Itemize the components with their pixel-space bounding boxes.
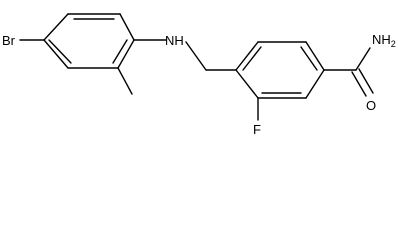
structure-diagram: Br NH F NH2 O: [2, 13, 396, 137]
carbonyl-n-bond: [355, 47, 371, 71]
molecule-drawing: Br NH F NH2 O: [2, 13, 396, 137]
fluorine-label: F: [253, 122, 261, 137]
double-bond-inner: [300, 46, 318, 71]
amide-nitrogen-subscript: 2: [391, 39, 396, 49]
bond-amine-to-methylene: [185, 41, 207, 71]
double-bond-inner: [48, 39, 72, 64]
double-bond-inner: [112, 39, 128, 64]
bond: [43, 13, 69, 41]
bromo-methylphenyl-ring: [43, 13, 135, 69]
amide-nitrogen-text: NH: [372, 32, 391, 47]
bond: [43, 39, 69, 69]
carbonyl-double-bond-b: [358, 68, 374, 94]
bond: [305, 41, 325, 71]
methyl-bond: [117, 67, 133, 95]
bond: [235, 41, 259, 71]
amine-label: NH: [165, 33, 184, 48]
carbonyl-oxygen-label: O: [366, 98, 376, 113]
bond: [117, 39, 135, 69]
bond: [119, 13, 135, 41]
bromine-label: Br: [2, 33, 16, 48]
bond: [305, 69, 325, 99]
carbonyl-double-bond-a: [351, 71, 367, 97]
fluorobenzamide-ring: [235, 41, 325, 99]
amide-nitrogen-label: NH2: [372, 32, 396, 49]
double-bond-inner: [242, 46, 262, 71]
bond: [235, 69, 259, 99]
